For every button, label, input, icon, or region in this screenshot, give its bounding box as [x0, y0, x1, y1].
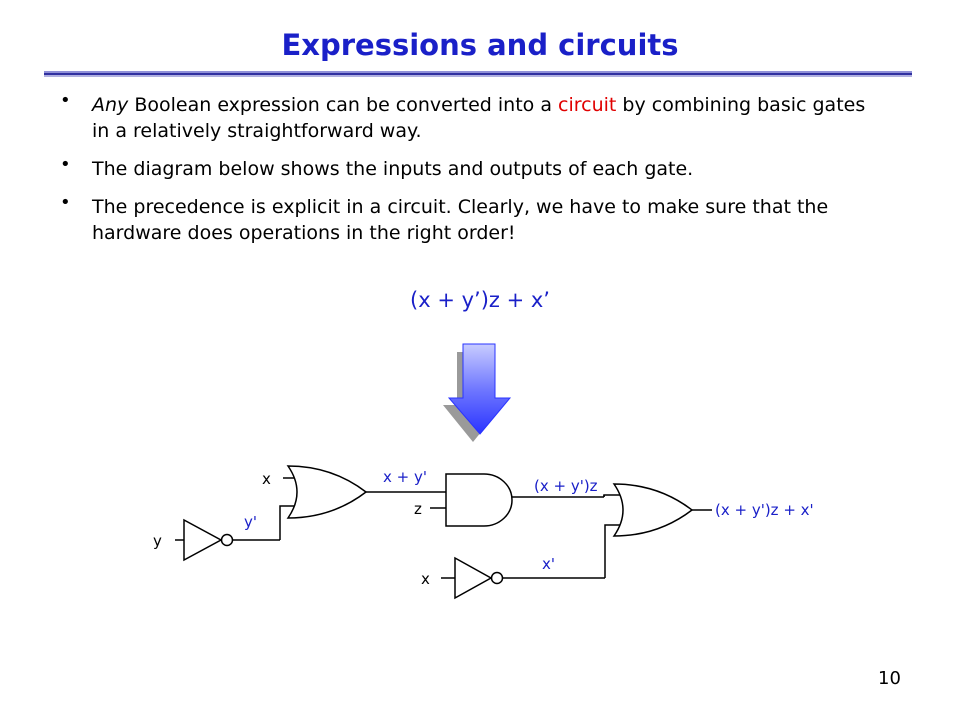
and-gate	[445, 473, 513, 527]
or-gate	[286, 465, 368, 519]
wire-label-output: (x + y')z + x'	[715, 501, 814, 519]
bullet-list: Any Boolean expression can be converted …	[60, 88, 880, 258]
input-label-x: x	[421, 570, 430, 588]
slide-title: Expressions and circuits	[281, 28, 679, 62]
input-label-y: y	[153, 532, 162, 550]
bullet-text: The diagram below shows the inputs and o…	[92, 158, 694, 180]
title-divider	[44, 71, 912, 77]
bullet-highlight: circuit	[558, 94, 617, 116]
bullet-text: The precedence is explicit in a circuit.…	[92, 196, 829, 244]
input-label-x: x	[262, 470, 271, 488]
bullet-item: The diagram below shows the inputs and o…	[60, 152, 880, 182]
page-number: 10	[878, 668, 901, 689]
or-gate	[612, 483, 694, 537]
down-arrow-icon	[443, 343, 512, 442]
wire-label-x-not: x'	[542, 555, 555, 573]
bullet-text: by combining basic gates in a relatively…	[92, 94, 866, 142]
not-gate	[454, 556, 504, 600]
expression: (x + y’)z + x’	[410, 288, 550, 312]
not-gate	[183, 518, 234, 562]
wire-label-or-output: x + y'	[383, 468, 427, 486]
wire-label-and-output: (x + y')z	[534, 477, 598, 495]
input-label-z: z	[414, 500, 422, 518]
wire-label-y-not: y'	[244, 513, 257, 531]
bullet-item: Any Boolean expression can be converted …	[60, 88, 880, 144]
bullet-item: The precedence is explicit in a circuit.…	[60, 190, 880, 246]
bullet-text: Boolean expression can be converted into…	[128, 94, 559, 116]
bullet-italic-lead: Any	[92, 94, 129, 116]
